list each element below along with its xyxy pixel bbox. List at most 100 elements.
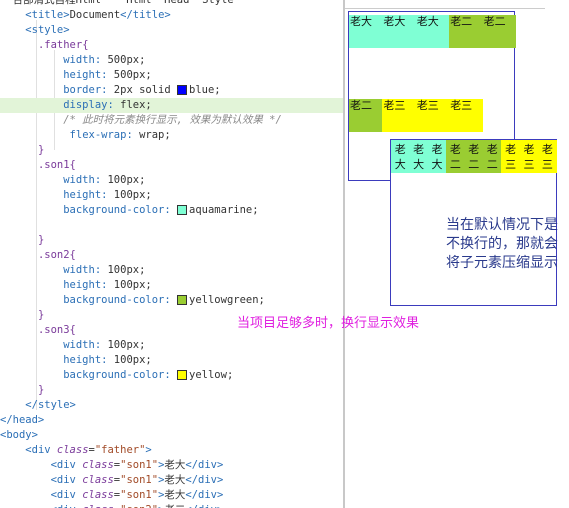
code-line[interactable]: .son1{ bbox=[0, 158, 343, 173]
code-token: 合部清式自程Html Html Head Style bbox=[0, 0, 234, 6]
code-token: = bbox=[114, 504, 120, 508]
code-token: width: bbox=[63, 174, 108, 186]
code-line[interactable]: background-color: aquamarine; bbox=[0, 203, 343, 218]
son-cell-compressed: 老大 bbox=[427, 140, 447, 173]
code-token: 100px; bbox=[113, 189, 152, 201]
code-token: class bbox=[82, 474, 114, 486]
code-token: yellowgreen; bbox=[189, 294, 265, 306]
code-line[interactable]: <div class="father"> bbox=[0, 443, 343, 458]
code-token: "son1" bbox=[120, 489, 159, 501]
code-token: = bbox=[88, 444, 95, 456]
color-swatch-icon bbox=[177, 295, 188, 305]
son-cell-compressed: 老二 bbox=[446, 140, 465, 173]
code-line[interactable]: background-color: yellowgreen; bbox=[0, 293, 343, 308]
code-token: 老二 bbox=[164, 504, 185, 508]
code-line[interactable]: width: 100px; bbox=[0, 173, 343, 188]
code-token: <div bbox=[25, 444, 57, 456]
color-swatch-icon bbox=[177, 205, 188, 215]
color-swatch-icon bbox=[177, 370, 188, 380]
color-swatch-icon bbox=[177, 85, 188, 95]
code-line[interactable]: background-color: yellow; bbox=[0, 368, 343, 383]
code-token: </div> bbox=[185, 459, 224, 471]
code-token: <title> bbox=[25, 9, 70, 21]
code-token: "son2" bbox=[120, 504, 158, 508]
code-token: "son1" bbox=[120, 459, 159, 471]
pane-divider[interactable] bbox=[343, 0, 345, 508]
code-token: width: bbox=[63, 264, 108, 276]
code-line[interactable]: height: 100px; bbox=[0, 188, 343, 203]
code-line[interactable]: } bbox=[0, 233, 343, 248]
code-token: > bbox=[158, 474, 165, 486]
code-token: "father" bbox=[94, 444, 146, 456]
code-line[interactable]: 合部清式自程Html Html Head Style bbox=[0, 0, 343, 8]
code-line[interactable]: /* 此时将元素换行显示, 效果为默认效果 */ bbox=[0, 113, 343, 128]
code-token: class bbox=[82, 489, 114, 501]
son-cell-row1: 老二 bbox=[482, 15, 516, 48]
code-token: .son1{ bbox=[37, 159, 76, 171]
code-line[interactable]: <div class="son1">老大</div> bbox=[0, 473, 343, 488]
code-token: flex; bbox=[120, 99, 152, 111]
code-line[interactable]: <style> bbox=[0, 23, 343, 38]
son-cell-row2: 老三 bbox=[449, 99, 483, 132]
preview-top-edge bbox=[345, 0, 545, 9]
code-token: "son1" bbox=[120, 474, 159, 486]
code-token: = bbox=[113, 474, 121, 486]
code-line[interactable]: height: 500px; bbox=[0, 68, 343, 83]
code-token: border: bbox=[63, 84, 114, 96]
code-line[interactable]: <div class="son2">老二</div> bbox=[0, 503, 343, 508]
code-line[interactable]: <body> bbox=[0, 428, 343, 443]
code-token: 老大 bbox=[164, 474, 186, 486]
code-line[interactable]: .son2{ bbox=[0, 248, 343, 263]
code-editor[interactable]: 合部清式自程Html Html Head Style <title>Docume… bbox=[0, 0, 343, 508]
son-cell-row1: 老大 bbox=[349, 15, 383, 48]
code-token: width: bbox=[63, 54, 108, 66]
code-line[interactable]: <div class="son1">老大</div> bbox=[0, 488, 343, 503]
code-token: height: bbox=[63, 69, 114, 81]
code-line[interactable]: height: 100px; bbox=[0, 278, 343, 293]
code-line[interactable]: width: 100px; bbox=[0, 263, 343, 278]
code-token: <body> bbox=[0, 429, 38, 441]
code-line[interactable]: display: flex; bbox=[0, 98, 343, 113]
code-token: } bbox=[37, 309, 45, 321]
code-token: .father{ bbox=[37, 39, 89, 51]
code-token: 100px; bbox=[113, 354, 152, 366]
code-line[interactable]: <title>Document</title> bbox=[0, 8, 343, 23]
code-token: class bbox=[82, 459, 114, 471]
code-line[interactable]: </style> bbox=[0, 398, 343, 413]
code-token: 2px solid bbox=[113, 84, 178, 96]
code-line[interactable] bbox=[0, 218, 343, 233]
code-token: 100px; bbox=[107, 264, 146, 276]
code-token: 老大 bbox=[164, 459, 186, 471]
code-line[interactable]: <div class="son1">老大</div> bbox=[0, 458, 343, 473]
son-cell-row2: 老三 bbox=[415, 99, 450, 132]
code-line[interactable]: } bbox=[0, 308, 343, 323]
code-line[interactable]: .son3{ bbox=[0, 323, 343, 338]
code-line[interactable]: flex-wrap: wrap; bbox=[0, 128, 343, 143]
default-nowrap-note: 当在默认情况下是不换行的，那就会将子元素压缩显示 bbox=[446, 217, 558, 271]
code-token: class bbox=[56, 444, 89, 456]
code-token: background-color: bbox=[63, 369, 178, 381]
code-token: yellow; bbox=[189, 369, 234, 381]
code-line[interactable]: } bbox=[0, 143, 343, 158]
code-token: <div bbox=[50, 474, 83, 486]
code-line[interactable]: height: 100px; bbox=[0, 353, 343, 368]
code-token: blue; bbox=[189, 84, 221, 96]
code-line[interactable]: border: 2px solid blue; bbox=[0, 83, 343, 98]
code-line[interactable]: width: 100px; bbox=[0, 338, 343, 353]
code-token: <style> bbox=[25, 24, 70, 36]
code-line[interactable]: width: 500px; bbox=[0, 53, 343, 68]
code-token: display: bbox=[63, 99, 121, 111]
son-cell-compressed: 老二 bbox=[464, 140, 483, 173]
code-token: = bbox=[113, 489, 121, 501]
code-token: class bbox=[82, 504, 114, 508]
browser-preview: 老大老大老大老二老二 老二老三老三老三 老大老大老大老二老二老二老三老三老三 当… bbox=[345, 0, 569, 508]
son-cell-compressed: 老三 bbox=[501, 140, 520, 173]
code-line[interactable]: </head> bbox=[0, 413, 343, 428]
code-line[interactable]: } bbox=[0, 383, 343, 398]
code-token: </div> bbox=[185, 489, 224, 501]
code-token: = bbox=[113, 459, 121, 471]
code-token: <div bbox=[50, 489, 83, 501]
code-token: </div> bbox=[185, 474, 224, 486]
son-cell-compressed: 老大 bbox=[409, 140, 428, 173]
code-line[interactable]: .father{ bbox=[0, 38, 343, 53]
